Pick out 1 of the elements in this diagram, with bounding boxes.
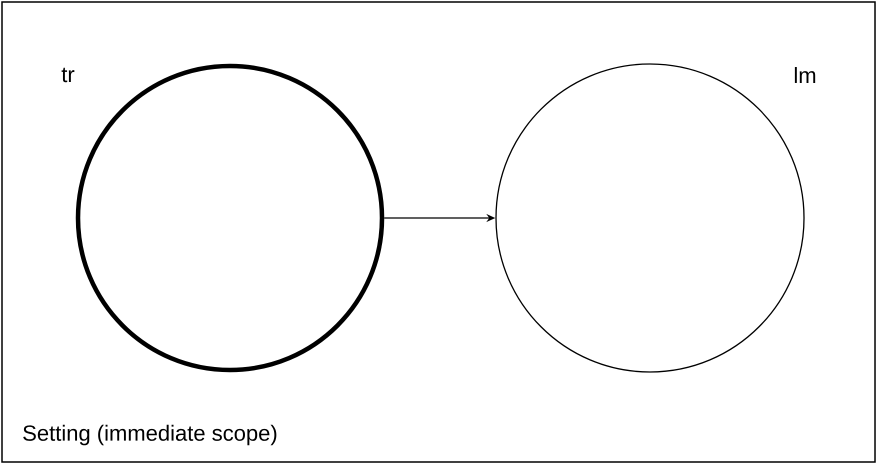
node-label: tr: [62, 68, 74, 82]
